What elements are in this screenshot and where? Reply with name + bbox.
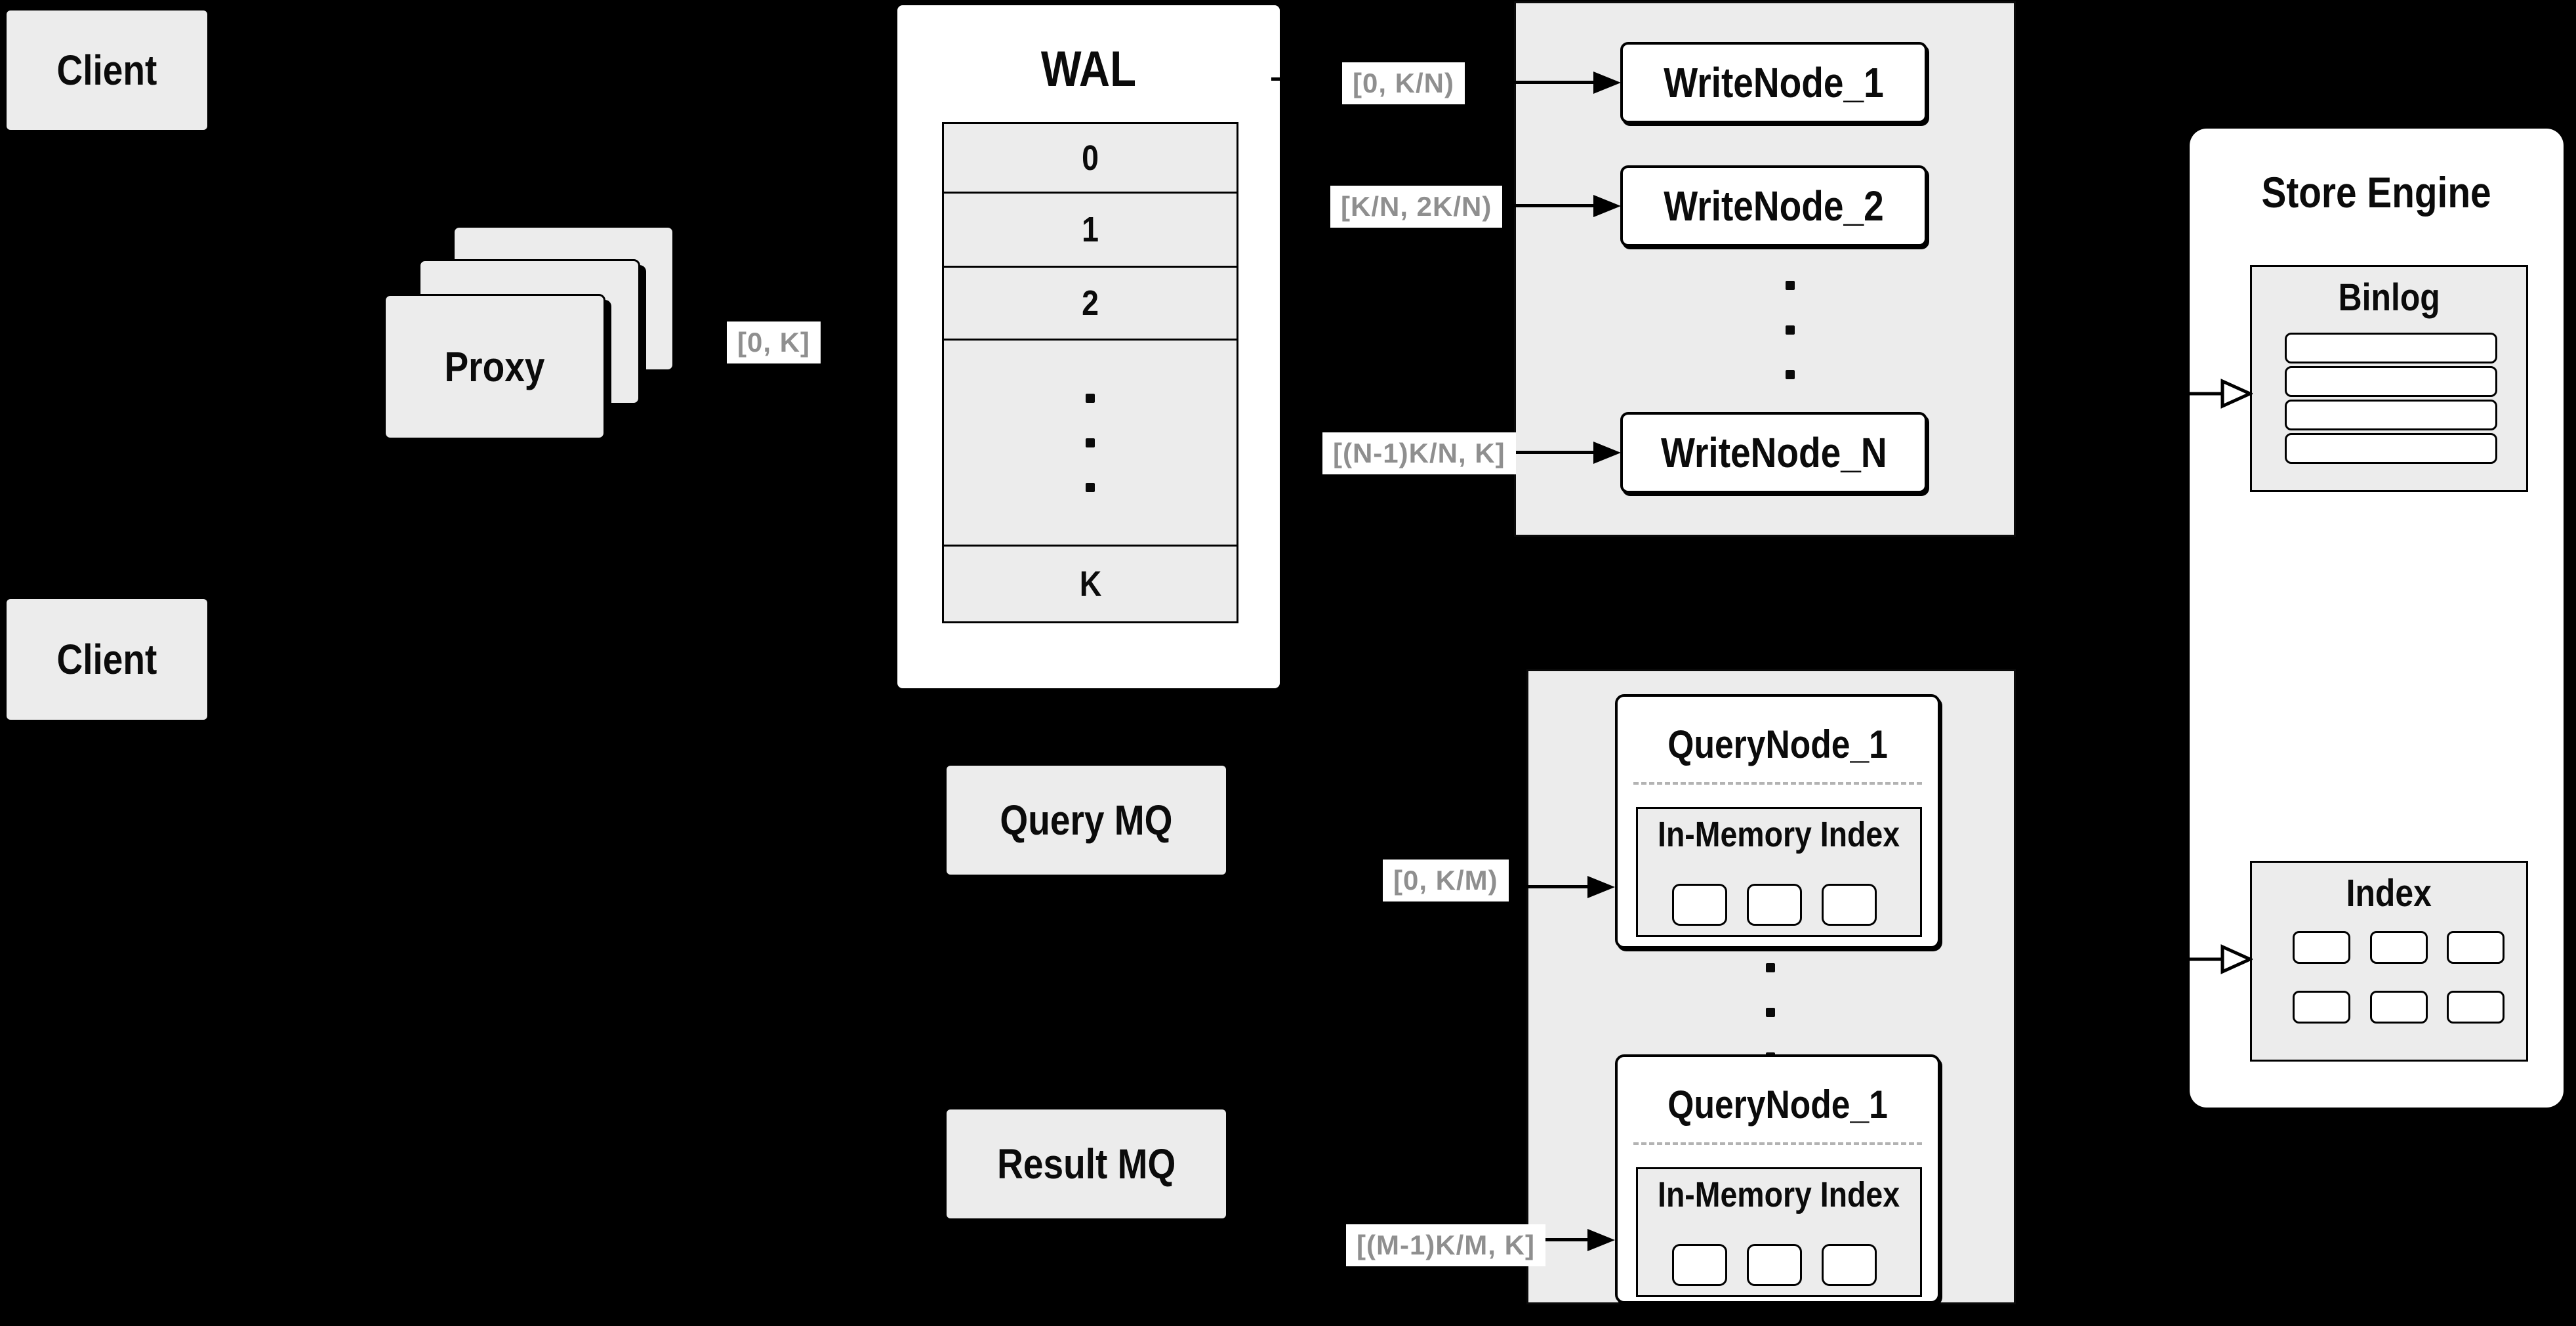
query-mq-box: Query MQ: [947, 766, 1226, 875]
query-node-2-box: QueryNode_1 In-Memory Index: [1615, 1054, 1940, 1304]
range-label-query-m: [(M-1)K/M, K]: [1346, 1224, 1545, 1266]
ellipsis-dot: [1086, 482, 1095, 492]
index-box: Index: [2250, 861, 2528, 1062]
ellipsis-dot: [1086, 393, 1095, 403]
arrow-right-icon: [1514, 204, 1593, 207]
ellipsis-dot: [1766, 963, 1775, 972]
wal-segment-row: 2: [944, 268, 1237, 341]
index-cell: [2370, 991, 2428, 1024]
client-bottom-label: Client: [56, 636, 157, 683]
wal-connector-stub: [1271, 77, 1287, 81]
query-node-1-box: QueryNode_1 In-Memory Index: [1615, 694, 1940, 949]
in-memory-index-title-text: In-Memory Index: [1658, 815, 1900, 854]
binlog-row: [2285, 400, 2497, 430]
ellipsis-dot: [1786, 325, 1795, 335]
write-node-1-label: WriteNode_1: [1664, 59, 1884, 106]
range-label-proxy-wal: [0, K]: [727, 321, 821, 363]
client-top-label: Client: [56, 47, 157, 94]
client-box-top: Client: [7, 10, 207, 130]
index-cell: [2293, 931, 2350, 964]
range-label-write-1: [0, K/N): [1342, 62, 1465, 104]
ellipsis-dot: [1786, 281, 1795, 290]
range-label-query-1: [0, K/M): [1383, 860, 1509, 901]
hollow-arrow-right-icon: [2154, 379, 2253, 409]
query-node-1-title-text: QueryNode_1: [1667, 722, 1888, 766]
binlog-row: [2285, 366, 2497, 397]
store-engine-title: Store Engine: [2190, 163, 2564, 222]
proxy-card-front: Proxy: [384, 294, 605, 440]
in-memory-index-title: In-Memory Index: [1638, 817, 1920, 852]
in-memory-index-box: In-Memory Index: [1636, 807, 1922, 937]
wal-segment-label: 1: [1082, 210, 1099, 249]
in-memory-index-title-text: In-Memory Index: [1658, 1175, 1900, 1214]
write-node-1-box: WriteNode_1: [1620, 42, 1927, 123]
wal-segment-row: K: [944, 547, 1237, 621]
ellipsis-dot: [1086, 438, 1095, 447]
binlog-row: [2285, 333, 2497, 363]
in-memory-index-title: In-Memory Index: [1638, 1177, 1920, 1212]
index-title: Index: [2252, 868, 2526, 919]
binlog-title-text: Binlog: [2338, 276, 2440, 319]
index-segment-cell: [1672, 1244, 1727, 1286]
wal-title-text: WAL: [1040, 41, 1137, 97]
wal-segment-label: 0: [1082, 138, 1099, 178]
wal-title: WAL: [897, 38, 1280, 101]
query-node-2-title: QueryNode_1: [1618, 1069, 1938, 1141]
dashed-divider: [1633, 1142, 1922, 1145]
binlog-title: Binlog: [2252, 272, 2526, 323]
store-engine-box: Store Engine Binlog Index: [2190, 129, 2564, 1108]
vertical-ellipsis-icon: [1766, 963, 1775, 1062]
write-node-2-label: WriteNode_2: [1664, 182, 1884, 230]
write-node-n-box: WriteNode_N: [1620, 412, 1927, 493]
hollow-arrow-right-icon: [2154, 944, 2253, 974]
index-segment-cell: [1747, 884, 1802, 926]
wal-segment-label: 2: [1082, 283, 1099, 323]
index-cell: [2293, 991, 2350, 1024]
query-node-2-title-text: QueryNode_1: [1667, 1083, 1888, 1127]
range-label-write-n: [(N-1)K/N, K]: [1322, 432, 1516, 474]
arrow-right-icon: [1526, 885, 1587, 888]
index-cell: [2447, 991, 2504, 1024]
index-title-text: Index: [2346, 872, 2432, 915]
in-memory-index-box: In-Memory Index: [1636, 1167, 1922, 1297]
wal-segment-table: 0 1 2 K: [942, 122, 1238, 623]
query-node-1-title: QueryNode_1: [1618, 709, 1938, 781]
index-segment-cell: [1747, 1244, 1802, 1286]
ellipsis-dot: [1766, 1008, 1775, 1017]
query-mq-label: Query MQ: [1000, 797, 1173, 844]
index-cell: [2447, 931, 2504, 964]
vertical-ellipsis-icon: [1786, 281, 1795, 379]
client-box-bottom: Client: [7, 599, 207, 720]
write-node-n-label: WriteNode_N: [1660, 429, 1887, 476]
store-engine-title-text: Store Engine: [2261, 168, 2492, 217]
write-node-2-box: WriteNode_2: [1620, 165, 1927, 247]
index-segment-cell: [1822, 1244, 1877, 1286]
arrow-right-icon: [1526, 1238, 1587, 1241]
result-mq-label: Result MQ: [996, 1140, 1176, 1188]
index-cell: [2370, 931, 2428, 964]
range-label-write-2: [K/N, 2K/N): [1330, 186, 1503, 228]
binlog-row: [2285, 433, 2497, 464]
ellipsis-dot: [1786, 370, 1795, 379]
dashed-divider: [1633, 782, 1922, 785]
vertical-ellipsis-icon: [1086, 393, 1095, 492]
wal-ellipsis-row: [944, 341, 1237, 547]
result-mq-box: Result MQ: [947, 1109, 1226, 1218]
arrow-right-icon: [1514, 451, 1593, 454]
proxy-label: Proxy: [444, 343, 545, 390]
index-segment-cell: [1822, 884, 1877, 926]
index-segment-cell: [1672, 884, 1727, 926]
wal-segment-row: 1: [944, 194, 1237, 268]
wal-segment-row: 0: [944, 124, 1237, 194]
arrow-right-icon: [1514, 81, 1593, 84]
binlog-box: Binlog: [2250, 265, 2528, 492]
wal-segment-label: K: [1079, 564, 1101, 604]
